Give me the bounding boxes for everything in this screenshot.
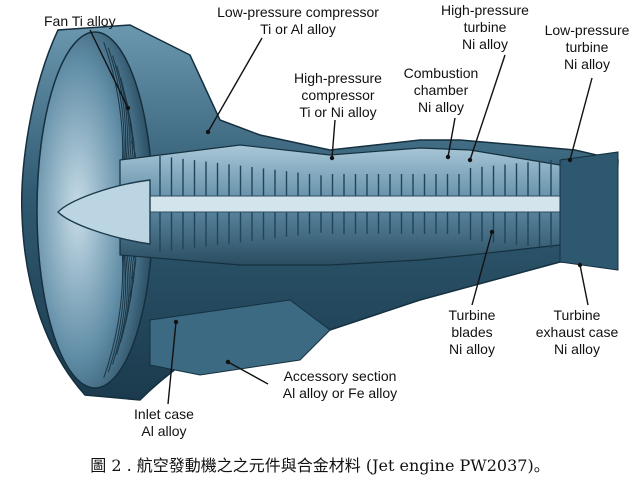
label-accessory-section: Accessory section Al alloy or Fe alloy [270, 368, 410, 402]
label-low-pressure-compressor: Low-pressure compressor Ti or Al alloy [204, 4, 392, 38]
label-turbine-blades: Turbine blades Ni alloy [436, 307, 508, 358]
exhaust-case [559, 151, 619, 271]
label-high-pressure-turbine: High-pressure turbine Ni alloy [430, 2, 540, 53]
label-low-pressure-turbine: Low-pressure turbine Ni alloy [537, 22, 637, 73]
label-lpc-line1: Low-pressure compressor [217, 4, 379, 20]
label-comb-line3: Ni alloy [418, 99, 464, 115]
label-fan: Fan Ti alloy [44, 13, 116, 30]
label-acc-line2: Al alloy or Fe alloy [282, 385, 398, 401]
label-high-pressure-compressor: High-pressure compressor Ti or Ni alloy [290, 70, 386, 121]
label-turbine-exhaust-case: Turbine exhaust case Ni alloy [524, 307, 630, 358]
label-exh-line3: Ni alloy [554, 341, 600, 357]
label-fan-line1: Fan Ti alloy [44, 13, 116, 29]
label-blades-line3: Ni alloy [449, 341, 495, 357]
label-comb-line2: chamber [413, 82, 469, 98]
label-inlet-case: Inlet case Al alloy [118, 406, 210, 440]
label-inlet-line1: Inlet case [134, 406, 194, 422]
label-lpc-line2: Ti or Al alloy [260, 21, 336, 37]
main-shaft [149, 195, 591, 213]
leader-dots [125, 105, 583, 365]
label-acc-line1: Accessory section [283, 368, 397, 384]
label-combustion-chamber: Combustion chamber Ni alloy [396, 65, 486, 116]
label-hpt-line2: turbine [463, 19, 507, 35]
spinner-cone [57, 179, 151, 245]
label-hpc-line1: High-pressure [294, 70, 382, 86]
label-hpt-line3: Ni alloy [462, 36, 508, 52]
label-blades-line1: Turbine [448, 307, 496, 323]
label-lpt-line2: turbine [565, 39, 609, 55]
label-exh-line2: exhaust case [535, 324, 619, 340]
figure-caption: 圖 2 . 航空發動機之之元件與合金材料 (Jet engine PW2037)… [90, 456, 550, 475]
leader-lines [89, 29, 593, 405]
label-blades-line2: blades [451, 324, 493, 340]
label-hpt-line1: High-pressure [441, 2, 529, 18]
label-comb-line1: Combustion [403, 65, 479, 81]
label-hpc-line3: Ti or Ni alloy [299, 104, 377, 120]
label-lpt-line3: Ni alloy [564, 56, 610, 72]
accessory-gearbox [149, 299, 331, 376]
label-inlet-line2: Al alloy [141, 423, 187, 439]
label-lpt-line1: Low-pressure [544, 22, 630, 38]
label-hpc-line2: compressor [301, 87, 375, 103]
label-exh-line1: Turbine [553, 307, 601, 323]
